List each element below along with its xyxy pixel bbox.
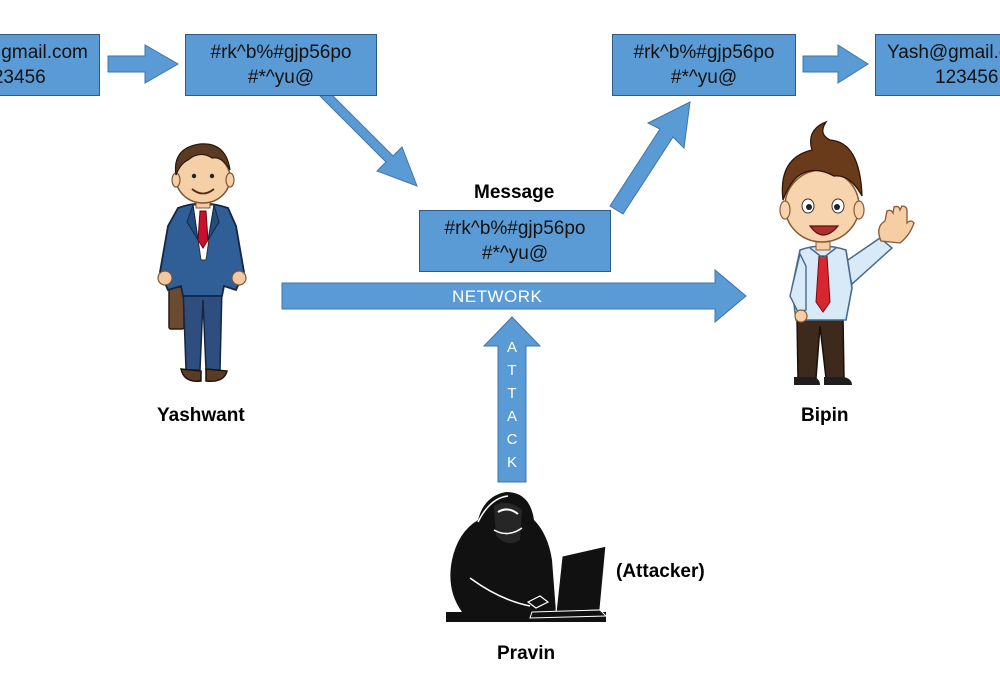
receiver-plaintext-line1: Yash@gmail.com — [887, 42, 1000, 63]
arrow-encrypt — [107, 44, 180, 84]
arrow-decrypt — [802, 44, 869, 84]
sender-ciphertext-line1: #rk^b%#gjp56po — [210, 42, 352, 63]
arrow-send-up — [609, 101, 691, 215]
message-ciphertext-line2: #*^yu@ — [481, 243, 549, 264]
message-ciphertext-box: #rk^b%#gjp56po #*^yu@ — [419, 210, 611, 272]
sender-plaintext-line1: Yash@gmail.com — [0, 42, 88, 63]
sender-ciphertext-line2: #*^yu@ — [247, 67, 315, 88]
message-ciphertext-line1: #rk^b%#gjp56po — [444, 218, 586, 239]
attack-arrow — [482, 316, 542, 483]
attack-letter: A — [506, 408, 517, 425]
attack-letter: C — [506, 431, 518, 448]
sender-plaintext-box: Yash@gmail.com 123456 — [0, 34, 100, 96]
receiver-plaintext-box: Yash@gmail.com 123456 — [875, 34, 1000, 96]
attack-letter: T — [507, 385, 517, 402]
attack-letter: K — [506, 454, 517, 471]
attack-letter: T — [507, 362, 517, 379]
attack-letter: A — [506, 339, 517, 356]
attack-label: A T T A C K — [501, 336, 523, 474]
sender-ciphertext-box: #rk^b%#gjp56po #*^yu@ — [185, 34, 377, 96]
receiver-ciphertext-line1: #rk^b%#gjp56po — [633, 42, 775, 63]
attacker-name: Pravin — [497, 643, 556, 664]
receiver-plaintext-line2: 123456 — [935, 67, 999, 88]
receiver-name: Bipin — [801, 405, 849, 426]
sender-name: Yashwant — [157, 405, 245, 426]
sender-plaintext-line2: 123456 — [0, 67, 46, 88]
network-arrow — [281, 268, 747, 324]
message-label: Message — [474, 182, 555, 203]
network-label: NETWORK — [452, 287, 543, 306]
attacker-role: (Attacker) — [616, 561, 705, 582]
receiver-ciphertext-box: #rk^b%#gjp56po #*^yu@ — [612, 34, 796, 96]
receiver-ciphertext-line2: #*^yu@ — [670, 67, 738, 88]
arrow-send-down — [317, 87, 418, 187]
